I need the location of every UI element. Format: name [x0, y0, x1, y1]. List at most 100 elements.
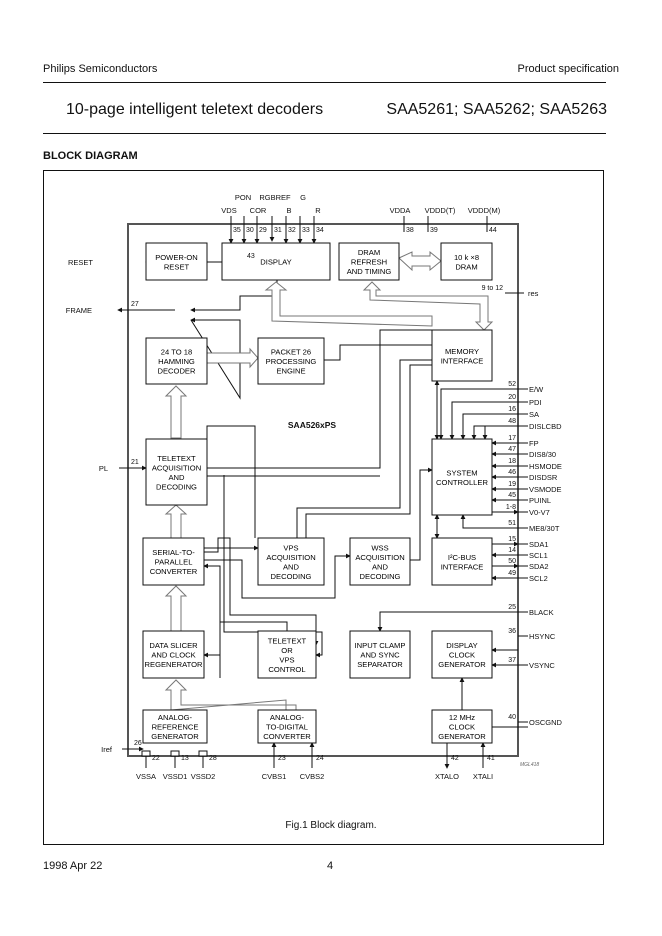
pin-name-res: res	[528, 289, 539, 298]
block-label: DECODING	[156, 482, 197, 491]
block-label: AND	[372, 562, 389, 571]
block-label: ACQUISITION	[266, 553, 315, 562]
pin-number: 39	[430, 227, 438, 234]
pin-number: 35	[233, 227, 241, 234]
pin-number: 1-8	[506, 504, 516, 511]
pin-number: 29	[259, 227, 267, 234]
block-label: TO-DIGITAL	[266, 723, 308, 732]
pin-name-vssd1: VSSD1	[163, 772, 188, 781]
block-box	[257, 337, 325, 385]
pin-name-scl2: SCL2	[529, 574, 548, 583]
pin-name-frame: FRAME	[66, 306, 92, 315]
pin-name-vdda: VDDA	[390, 206, 411, 215]
pin-name-iref: Iref	[101, 745, 113, 754]
block-box	[257, 709, 317, 744]
pin-name-vds: VDS	[221, 206, 236, 215]
wire-display-mux	[190, 280, 278, 313]
pin-name-r: R	[315, 206, 321, 215]
pin-name-hsmode: HSMODE	[529, 462, 562, 471]
block-label: VPS	[279, 655, 294, 664]
pin-number: 30	[246, 227, 254, 234]
pin-number: 9 to 12	[482, 285, 504, 292]
bus-dram	[398, 250, 442, 272]
block-label: SERIAL-TO-	[152, 548, 195, 557]
block-label: I²C-BUS	[448, 553, 476, 562]
pin-name-sda2: SDA2	[529, 562, 549, 571]
wire-mux	[190, 317, 241, 398]
bus-hamming-packet26	[206, 347, 259, 369]
block-label: SYSTEM	[446, 468, 477, 477]
pin-number: 51	[508, 520, 516, 527]
block-label: INTERFACE	[441, 562, 484, 571]
pin-number: 31	[274, 227, 282, 234]
pin-number: 26	[134, 740, 142, 747]
pin-number: 46	[508, 469, 516, 476]
pin-number: 44	[489, 227, 497, 234]
black-wire	[377, 611, 518, 632]
block-label: GENERATOR	[151, 732, 199, 741]
block-label: WSS	[371, 543, 388, 552]
pin-number: 33	[302, 227, 310, 234]
block-box	[221, 242, 331, 281]
pin-name-vsmode: VSMODE	[529, 485, 562, 494]
block-label: TELETEXT	[268, 636, 307, 645]
block-label: MEMORY	[445, 347, 479, 356]
pin-name-cor: COR	[250, 206, 267, 215]
pin-number: 23	[278, 755, 286, 762]
pin-number: 47	[508, 446, 516, 453]
block-label: OR	[281, 646, 293, 655]
block-label: PROCESSING	[266, 357, 317, 366]
wire-wss-sc	[410, 467, 433, 561]
pin-name-vsync: VSYNC	[529, 661, 555, 670]
block-label: ENGINE	[276, 367, 305, 376]
block-box	[142, 709, 208, 744]
pin-name-pl: PL	[99, 464, 108, 473]
pin-number: 40	[508, 714, 516, 721]
ground-symbol	[198, 750, 208, 757]
pin-name-black: BLACK	[529, 608, 554, 617]
block-label: CONTROL	[268, 665, 305, 674]
block-label: PACKET 26	[271, 348, 311, 357]
block-label: GENERATOR	[438, 660, 486, 669]
pin-number: 43	[247, 253, 255, 260]
pin-name-hsync: HSYNC	[529, 632, 556, 641]
block-box	[440, 242, 493, 281]
block-label: ANALOG-	[158, 713, 193, 722]
block-label: REFRESH	[351, 258, 387, 267]
block-label: AND	[283, 562, 300, 571]
pin-number: 25	[508, 604, 516, 611]
block-label: 12 MHz	[449, 713, 475, 722]
block-box	[145, 242, 208, 281]
block-box	[431, 329, 493, 382]
block-label: SEPARATOR	[357, 660, 403, 669]
header-rule	[43, 82, 606, 83]
pin-number: 13	[181, 755, 189, 762]
pin-name-rgbref: RGBREF	[259, 193, 291, 202]
pin-number: 52	[508, 381, 516, 388]
block-box	[145, 337, 208, 385]
pin-name-vdddm: VDDD(M)	[468, 206, 501, 215]
block-label: CONVERTER	[263, 732, 311, 741]
bus-sp-teletext	[164, 504, 188, 539]
pin-number: 45	[508, 492, 516, 499]
pin-name-sda1: SDA1	[529, 540, 549, 549]
ground-symbol	[141, 750, 151, 757]
block-box	[338, 242, 400, 281]
block-box	[142, 537, 205, 586]
block-label: DRAM	[358, 248, 380, 257]
pin-name-g: G	[300, 193, 306, 202]
block-label: CONTROLLER	[436, 478, 488, 487]
pin-name-b: B	[286, 206, 291, 215]
pin-name-vdddt: VDDD(T)	[425, 206, 456, 215]
pin-name-v0v7: V0-V7	[529, 508, 550, 517]
